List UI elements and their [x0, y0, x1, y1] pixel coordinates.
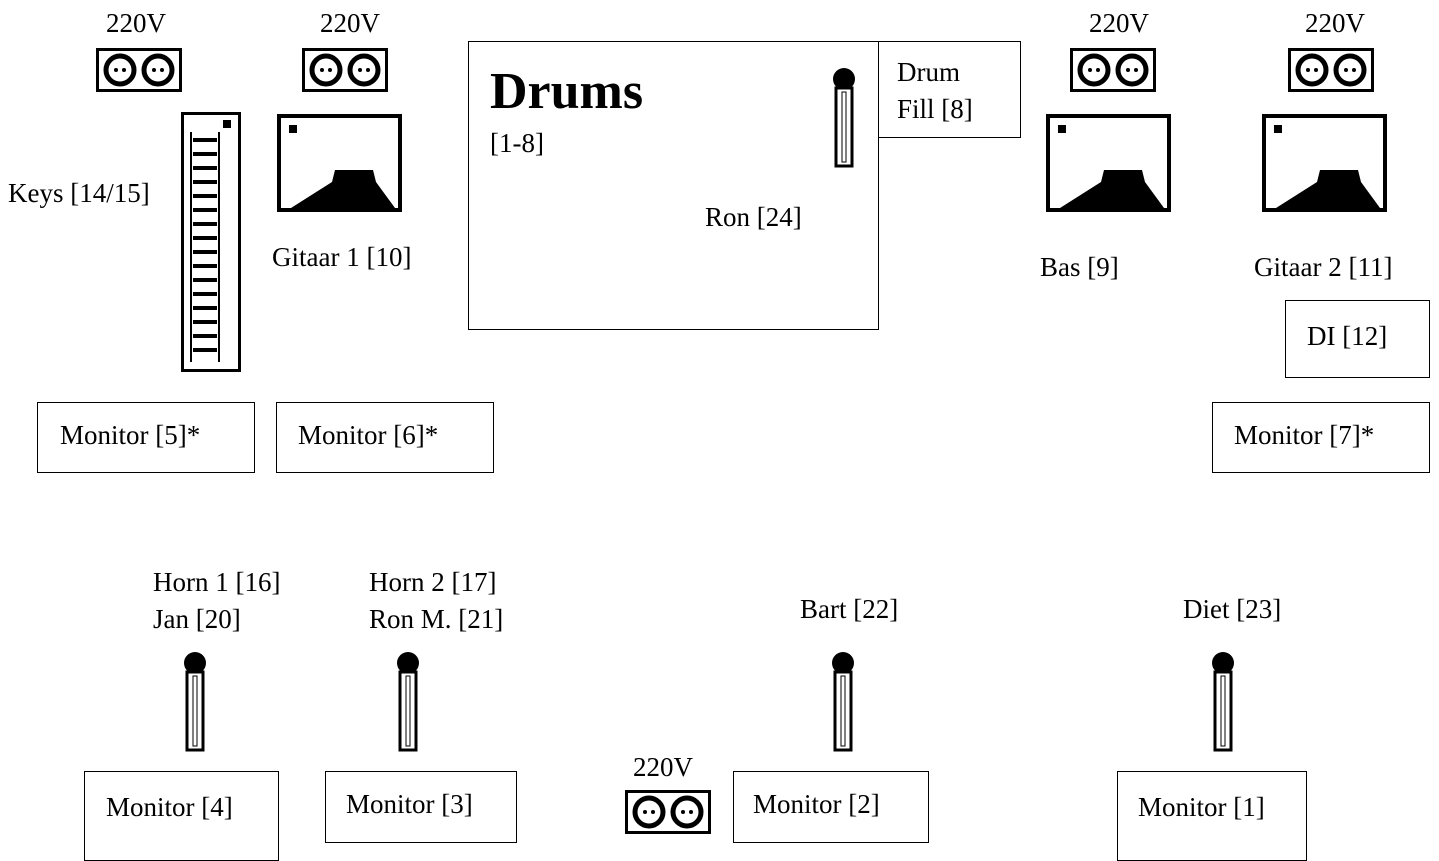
power-outlet-icon — [302, 48, 388, 92]
monitor-5-label: Monitor [5]* — [60, 420, 201, 450]
di-label: DI [12] — [1307, 321, 1388, 351]
drum-fill-line1: Drum — [897, 57, 960, 87]
monitor-5 — [37, 402, 255, 473]
drums-title: Drums — [490, 63, 644, 120]
microphone-icon — [831, 652, 855, 752]
power-label-bas: 220V — [1089, 8, 1149, 38]
horn2-vocal-label: Ron M. [21] — [369, 604, 504, 634]
power-outlet-icon — [1288, 48, 1374, 92]
drums-channels: [1-8] — [490, 128, 544, 158]
bas-label: Bas [9] — [1040, 252, 1119, 282]
microphone-icon — [396, 652, 420, 752]
drum-fill-box — [878, 41, 1021, 138]
bart-label: Bart [22] — [800, 594, 899, 624]
power-label-gitaar1: 220V — [320, 8, 380, 38]
monitor-7-label: Monitor [7]* — [1234, 420, 1375, 450]
monitor-1-label: Monitor [1] — [1138, 792, 1265, 822]
power-label-gitaar2: 220V — [1305, 8, 1365, 38]
monitor-3 — [325, 771, 517, 843]
drums-area — [468, 41, 879, 330]
power-label-front: 220V — [633, 752, 693, 782]
amplifier-icon — [1046, 114, 1171, 212]
horn2-label: Horn 2 [17] — [369, 567, 497, 597]
power-outlet-icon — [1070, 48, 1156, 92]
monitor-3-label: Monitor [3] — [346, 789, 473, 819]
horn1-label: Horn 1 [16] — [153, 567, 281, 597]
microphone-icon — [183, 652, 207, 752]
gitaar1-label: Gitaar 1 [10] — [272, 242, 412, 272]
monitor-6 — [276, 402, 494, 473]
gitaar2-label: Gitaar 2 [11] — [1254, 252, 1393, 282]
monitor-2 — [733, 771, 929, 843]
di-box — [1285, 300, 1430, 378]
diet-label: Diet [23] — [1183, 594, 1282, 624]
microphone-icon — [832, 68, 856, 168]
amplifier-icon — [1262, 114, 1387, 212]
drum-fill-line2: Fill [8] — [897, 94, 973, 124]
power-outlet-icon — [625, 790, 711, 834]
drums-mic-label: Ron [24] — [705, 202, 802, 232]
keys-label: Keys [14/15] — [8, 178, 150, 208]
monitor-7 — [1212, 402, 1430, 473]
microphone-icon — [1211, 652, 1235, 752]
power-label-keys: 220V — [106, 8, 166, 38]
amplifier-icon — [277, 114, 402, 212]
horn1-vocal-label: Jan [20] — [153, 604, 241, 634]
keyboard-icon — [181, 112, 241, 372]
monitor-4-label: Monitor [4] — [106, 792, 233, 822]
monitor-6-label: Monitor [6]* — [298, 420, 439, 450]
power-outlet-icon — [96, 48, 182, 92]
monitor-2-label: Monitor [2] — [753, 789, 880, 819]
